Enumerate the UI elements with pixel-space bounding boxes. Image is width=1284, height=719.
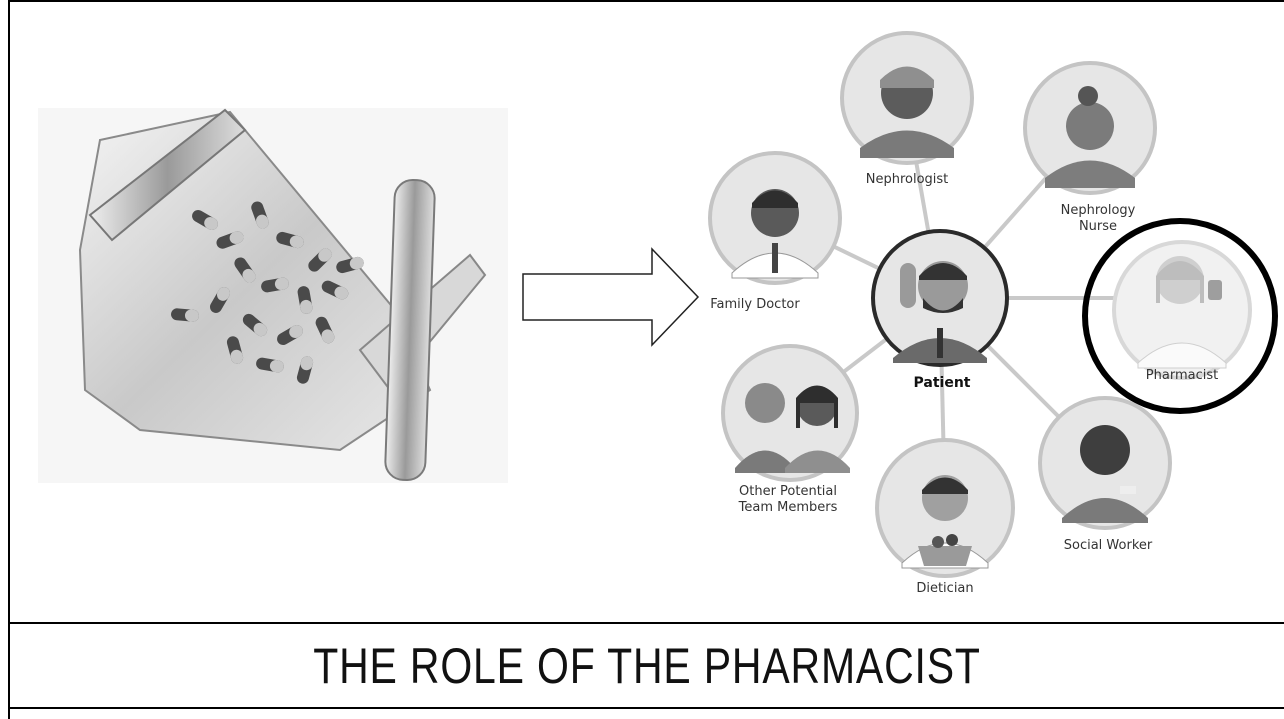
social-worker-avatar-icon [1062,425,1148,523]
other-team-members-node: Other Potential Team Members [721,344,859,515]
capsules [171,201,364,384]
nephrologist-node: Nephrologist [840,31,974,187]
pharmacist-label: Pharmacist [1146,368,1218,383]
nephrology-nurse-label-line1: Nephrology [1061,203,1136,218]
highlight-circle [1082,218,1278,414]
right-arrow-icon [522,247,700,347]
care-team-diagram: Nephrologist Nephrology Nurse Family Doc… [708,31,1278,596]
slide-border-left [8,0,10,719]
title-divider [8,622,1284,624]
nephrology-nurse-label-line2: Nurse [1079,219,1117,234]
social-worker-node: Social Worker [1038,396,1172,553]
nurse-avatar-icon [1045,86,1135,188]
family-doctor-node: Family Doctor [708,151,842,312]
pharmacist-node: Pharmacist [1082,218,1278,414]
social-worker-label: Social Worker [1064,538,1153,553]
slide-border-bottom [8,707,1284,709]
other-team-members-label-line1: Other Potential [739,484,837,499]
nephrology-nurse-node: Nephrology Nurse [1023,61,1157,234]
team-members-avatar-icon [735,383,850,473]
family-doctor-label: Family Doctor [710,297,800,312]
patient-avatar-icon [893,261,987,363]
dietician-node: Dietician [875,438,1015,596]
patient-node: Patient [871,229,1009,391]
other-team-members-label-line2: Team Members [738,500,838,515]
nephrologist-label: Nephrologist [866,172,949,187]
family-doctor-avatar-icon [731,189,819,279]
dietician-label: Dietician [916,581,973,596]
pharmacist-avatar-icon [1137,256,1227,369]
nephrologist-avatar-icon [860,66,954,158]
slide-border-top [8,0,1284,2]
pill-tray-photo [38,108,508,483]
slide-title: THE ROLE OF THE PHARMACIST [313,638,981,694]
dietician-avatar-icon [901,475,989,569]
patient-label: Patient [914,375,971,391]
